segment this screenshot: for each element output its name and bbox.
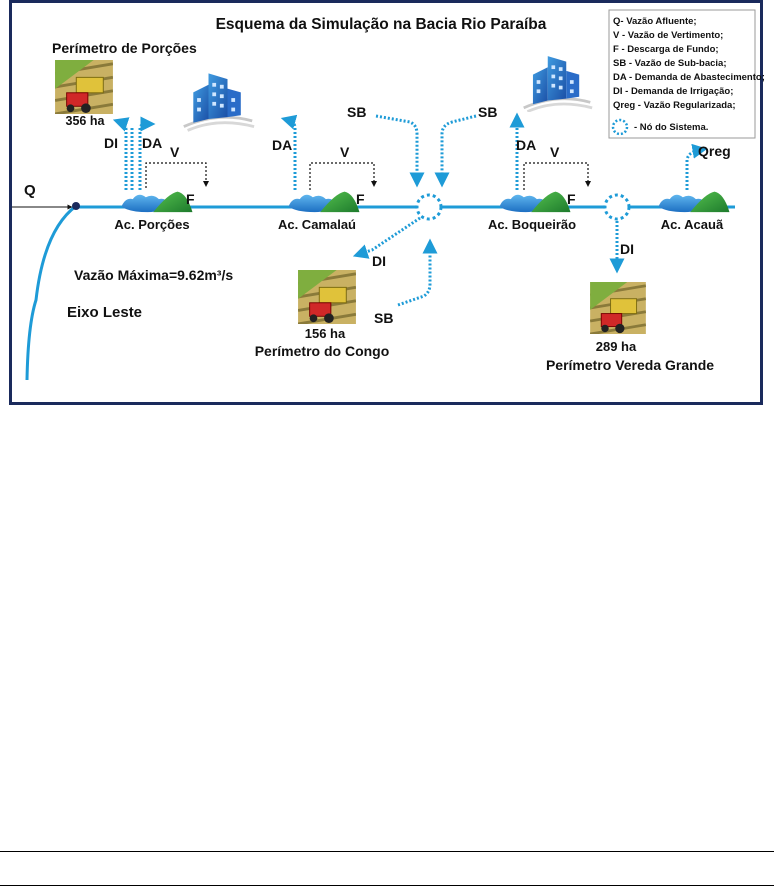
v-arrow [523,162,591,190]
reservoir-icon [499,191,571,213]
legend-item: - Nó do Sistema. [634,122,708,133]
perimeter-area: 356 ha [66,114,106,128]
qreg-arrow [685,143,708,190]
flow-label-f: F [356,191,365,207]
flow-label-da: DA [516,137,536,153]
legend-item: V - Vazão de Vertimento; [613,30,723,41]
legend-item: DI - Demanda de Irrigação; [613,86,733,97]
simulation-diagram: Esquema da Simulação na Bacia Rio Paraíb… [12,9,765,381]
legend-item: Q- Vazão Afluente; [613,16,697,27]
canal-max-flow: Vazão Máxima=9.62m³/s [74,267,233,283]
reservoir-label: Ac. Camalaú [278,217,356,232]
legend-item: F - Descarga de Fundo; [613,44,719,55]
page-rule-bottom [0,885,774,886]
flow-label-da: DA [272,137,292,153]
flow-label-v: V [550,144,560,160]
legend: Q- Vazão Afluente; V - Vazão de Vertimen… [608,9,765,139]
flow-label-sb: SB [374,310,393,326]
building-icon [522,54,594,112]
perimeter-area: 156 ha [305,326,346,341]
building-icon [182,71,256,132]
v-arrow [309,162,377,190]
irrigation-field-icon [298,270,356,324]
flow-label-q: Q [24,182,36,199]
flow-label-sb: SB [347,104,366,120]
legend-item: DA - Demanda de Abastecimento; [613,72,765,83]
sb-arrow [375,114,425,188]
sb-arrow [434,114,477,188]
perimeter-area: 289 ha [596,339,637,354]
flow-label-di: DI [620,241,634,257]
da-arrow [138,116,156,190]
system-node-icon [603,193,631,221]
canal-name: Eixo Leste [67,304,142,321]
reservoir-icon [121,191,193,213]
reservoir-label: Ac. Porções [114,217,189,232]
flow-label-sb: SB [478,104,497,120]
v-arrow [145,162,209,188]
reservoir-label: Ac. Acauã [661,217,724,232]
diagram-title: Esquema da Simulação na Bacia Rio Paraíb… [216,16,547,33]
flow-label-di: DI [104,135,118,151]
legend-item: Qreg - Vazão Regularizada; [613,100,735,111]
flow-label-f: F [567,191,576,207]
flow-label-da: DA [142,135,162,151]
di-arrow [352,216,421,259]
reservoir-icon [288,191,360,213]
flow-label-qreg: Qreg [698,143,731,159]
flow-label-v: V [340,144,350,160]
system-node-icon [611,118,629,136]
sb-arrow [397,238,438,307]
flow-label-v: V [170,144,180,160]
di-arrow [112,117,130,190]
system-node-icon [415,193,443,221]
irrigation-field-icon [590,282,646,334]
eixo-leste-canal [25,204,77,381]
irrigation-field-icon [55,60,113,114]
perimeter-name: Perímetro do Congo [255,343,390,359]
flow-label-di: DI [372,253,386,269]
perimeter-name: Perímetro Vereda Grande [546,357,714,373]
da-arrow [280,114,298,190]
reservoir-icon [658,191,730,213]
legend-item: SB - Vazão de Sub-bacia; [613,58,727,69]
canal-junction-icon [72,202,80,210]
reservoir-label: Ac. Boqueirão [488,217,576,232]
flow-label-f: F [186,191,195,207]
page-rule-top [0,851,774,852]
perimeter-name: Perímetro de Porções [52,40,197,56]
